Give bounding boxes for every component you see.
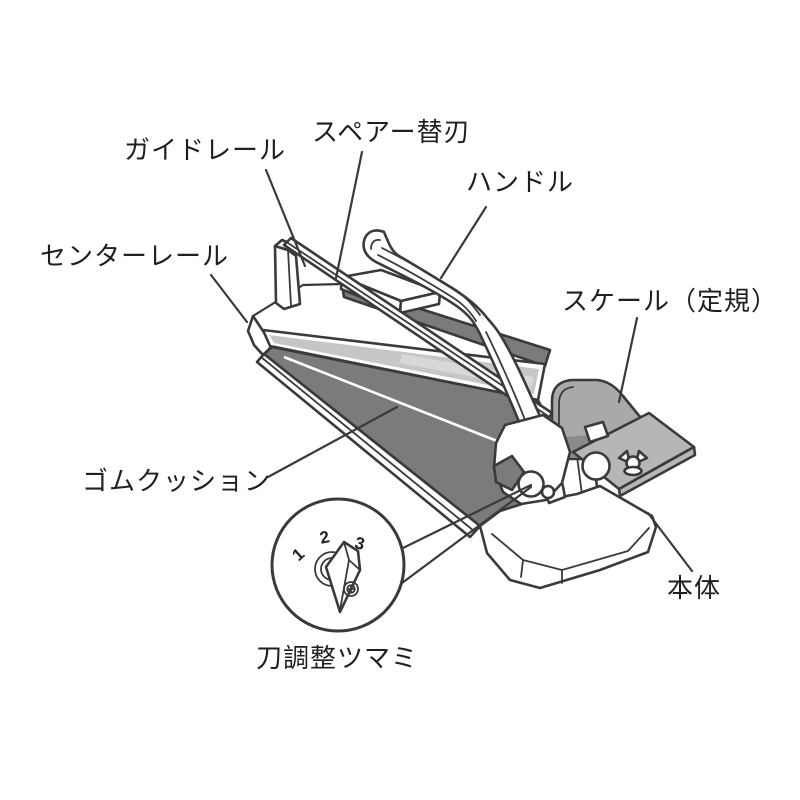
leader-guide-rail bbox=[266, 170, 305, 266]
wing-nut bbox=[619, 451, 647, 475]
leader-rubber-cushion bbox=[268, 407, 397, 477]
cushion-groove bbox=[284, 357, 525, 452]
leader-scale bbox=[619, 318, 637, 402]
knob-pointer bbox=[326, 542, 360, 612]
label-guide-rail: ガイドレール bbox=[124, 135, 287, 165]
leader-handle bbox=[441, 207, 486, 278]
leader-spare-blade bbox=[336, 152, 362, 278]
label-spare-blade: スペアー替刃 bbox=[312, 117, 471, 147]
base-front-edge-line bbox=[261, 357, 474, 531]
label-rubber-cushion: ゴムクッション bbox=[82, 466, 272, 496]
center-rail-surface bbox=[269, 335, 539, 394]
scale-pointer-tab bbox=[585, 422, 608, 442]
knob-screw bbox=[542, 486, 554, 498]
bed-back-edge bbox=[253, 284, 342, 316]
leader-knob-lower bbox=[402, 487, 531, 583]
machine-bed bbox=[248, 284, 565, 537]
knob-detail-inset bbox=[272, 499, 404, 631]
leader-knob-upper bbox=[403, 485, 531, 548]
label-handle: ハンドル bbox=[466, 167, 575, 197]
leader-center-rail bbox=[211, 275, 247, 322]
pivot-boss bbox=[583, 453, 610, 480]
leader-lines bbox=[211, 152, 692, 583]
blade-carriage bbox=[494, 415, 570, 504]
leader-body bbox=[648, 513, 692, 571]
label-center-rail: センターレール bbox=[40, 241, 230, 271]
knob-screw-detail bbox=[344, 582, 358, 596]
label-scale: スケール（定規） bbox=[562, 286, 779, 316]
label-body: 本体 bbox=[667, 573, 722, 603]
label-blade-adjust-knob: 刀調整ツマミ bbox=[256, 643, 419, 673]
